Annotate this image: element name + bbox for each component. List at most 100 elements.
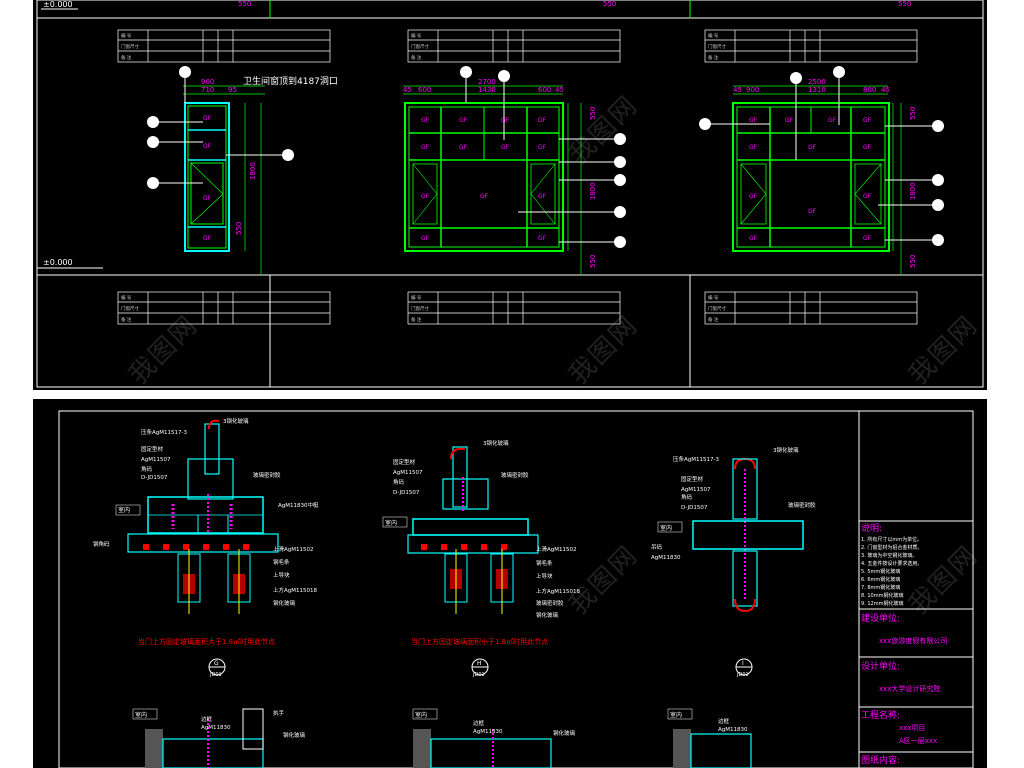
svg-text:GF: GF — [203, 115, 212, 122]
svg-text:AgM11830: AgM11830 — [201, 725, 231, 731]
svg-text:固定型材: 固定型材 — [681, 475, 704, 483]
svg-text:上导块: 上导块 — [536, 572, 553, 580]
svg-text:900: 900 — [201, 78, 214, 86]
design-value: xxx大学设计研究院 — [879, 684, 940, 693]
svg-text:室内: 室内 — [415, 711, 427, 719]
notes-label: 说明: — [861, 522, 882, 534]
title-block: 说明: 1. 所有尺寸以mm为单位。 2. 门窗型材为铝合金材质。 3. 玻璃为… — [861, 522, 947, 766]
svg-text:JD01: JD01 — [736, 672, 749, 678]
svg-text:上方AgM115018: 上方AgM115018 — [536, 587, 580, 595]
svg-text:2500: 2500 — [808, 78, 826, 86]
svg-text:编 号: 编 号 — [708, 32, 719, 39]
svg-text:角码: 角码 — [393, 478, 405, 486]
title-table-4 — [117, 291, 331, 325]
svg-text:门窗尺寸: 门窗尺寸 — [121, 43, 139, 50]
svg-text:门窗尺寸: 门窗尺寸 — [411, 305, 429, 312]
svg-text:H: H — [477, 660, 482, 667]
svg-text:AgM11507: AgM11507 — [141, 457, 171, 463]
title-table-6 — [704, 291, 918, 325]
svg-text:固定型材: 固定型材 — [393, 458, 416, 466]
svg-text:上滑AgM11502: 上滑AgM11502 — [536, 545, 577, 553]
svg-text:GF: GF — [421, 235, 430, 242]
title-table-5 — [407, 291, 621, 325]
svg-text:室内: 室内 — [385, 519, 397, 527]
svg-text:钢化玻璃: 钢化玻璃 — [283, 731, 306, 739]
svg-text:2. 门窗型材为铝合金材质。: 2. 门窗型材为铝合金材质。 — [861, 544, 922, 551]
svg-text:GF: GF — [421, 193, 430, 200]
svg-text:压条AgM11517-3: 压条AgM11517-3 — [673, 455, 719, 463]
svg-text:GF: GF — [538, 117, 547, 124]
svg-text:JD01: JD01 — [472, 672, 485, 678]
svg-text:钢化玻璃: 钢化玻璃 — [536, 611, 559, 619]
svg-text:5. 5mm钢化玻璃: 5. 5mm钢化玻璃 — [861, 568, 900, 575]
svg-text:玻璃密封胶: 玻璃密封胶 — [536, 599, 564, 607]
svg-text:45: 45 — [881, 86, 890, 94]
svg-text:固定型材: 固定型材 — [141, 445, 164, 453]
level-label-1: ±0.000 — [43, 0, 73, 9]
svg-text:4. 五金件按设计要求选用。: 4. 五金件按设计要求选用。 — [861, 560, 922, 567]
project-label: 工程名称: — [861, 709, 900, 721]
svg-text:1800: 1800 — [909, 182, 917, 200]
window-elevation-1: 900 710 95 GF GF GF GF 1800 550 — [147, 66, 294, 275]
svg-text:玻璃密封胶: 玻璃密封胶 — [253, 471, 281, 479]
svg-text:GF: GF — [749, 144, 758, 151]
svg-text:GF: GF — [501, 117, 510, 124]
svg-text:1310: 1310 — [808, 86, 826, 94]
svg-text:上滑AgM11502: 上滑AgM11502 — [273, 545, 314, 553]
svg-text:D-JD1507: D-JD1507 — [141, 475, 168, 481]
svg-text:GF: GF — [863, 235, 872, 242]
svg-text:上导块: 上导块 — [273, 571, 290, 579]
svg-text:备 注: 备 注 — [411, 316, 422, 323]
svg-text:3钢化玻璃: 3钢化玻璃 — [773, 446, 799, 454]
svg-text:门窗尺寸: 门窗尺寸 — [708, 305, 726, 312]
section-drawing: 室内 压条AgM11517-3 3钢化玻璃 固定型材 AgM11507 角码 D… — [58, 410, 974, 768]
svg-text:钢毛条: 钢毛条 — [536, 559, 553, 567]
svg-text:钢化玻璃: 钢化玻璃 — [273, 599, 296, 607]
svg-text:JD01: JD01 — [209, 672, 222, 678]
title-table-2 — [407, 29, 621, 63]
project-value-2: A区一层xxx — [899, 737, 937, 745]
section-detail-h: 室内 3钢化玻璃 固定型材 AgM11507 角码 D-JD1507 玻璃密封胶… — [382, 439, 580, 678]
svg-text:备 注: 备 注 — [708, 54, 719, 61]
svg-text:上方AgM115018: 上方AgM115018 — [273, 586, 317, 594]
svg-text:2700: 2700 — [478, 78, 496, 86]
elevation-drawing: ±0.000 ±0.000 550 550 550 — [36, 0, 984, 388]
svg-text:室内: 室内 — [118, 506, 130, 514]
svg-text:550: 550 — [238, 0, 251, 8]
svg-text:GF: GF — [538, 235, 547, 242]
svg-text:吊码: 吊码 — [651, 543, 663, 551]
svg-text:GF: GF — [203, 235, 212, 242]
svg-text:备 注: 备 注 — [121, 316, 132, 323]
svg-text:AgM11830: AgM11830 — [651, 555, 681, 561]
project-value-1: xxx项目 — [899, 724, 925, 732]
svg-text:550: 550 — [235, 222, 243, 235]
svg-text:边框: 边框 — [201, 715, 213, 723]
svg-text:GF: GF — [459, 144, 468, 151]
svg-text:钢角码: 钢角码 — [93, 540, 110, 548]
svg-text:编 号: 编 号 — [411, 32, 422, 39]
svg-text:G: G — [214, 660, 219, 667]
svg-text:GF: GF — [480, 193, 489, 200]
svg-text:执手: 执手 — [273, 709, 285, 717]
svg-text:550: 550 — [909, 255, 917, 268]
window-caption: 卫生间窗顶到4187洞口 — [243, 75, 338, 87]
svg-text:GF: GF — [749, 193, 758, 200]
svg-text:编 号: 编 号 — [121, 32, 132, 39]
svg-text:AgM11830: AgM11830 — [473, 729, 503, 735]
svg-text:角码: 角码 — [141, 465, 153, 473]
svg-text:GF: GF — [828, 117, 837, 124]
svg-text:550: 550 — [589, 255, 597, 268]
svg-text:I: I — [742, 660, 744, 667]
svg-text:GF: GF — [785, 117, 794, 124]
svg-text:800: 800 — [863, 86, 876, 94]
svg-text:1800: 1800 — [589, 182, 597, 200]
svg-text:6. 6mm钢化玻璃: 6. 6mm钢化玻璃 — [861, 576, 900, 583]
svg-text:1430: 1430 — [478, 86, 496, 94]
section-note-1: 当门上方固定玻璃面积大于1.8㎡时用此节点 — [138, 637, 275, 646]
section-note-2: 当门上方固定玻璃面积小于1.8㎡时用此节点 — [411, 637, 548, 646]
svg-text:AgM11830中梃: AgM11830中梃 — [278, 501, 319, 509]
svg-text:门窗尺寸: 门窗尺寸 — [708, 43, 726, 50]
svg-text:600: 600 — [538, 86, 551, 94]
svg-text:角码: 角码 — [681, 493, 693, 501]
